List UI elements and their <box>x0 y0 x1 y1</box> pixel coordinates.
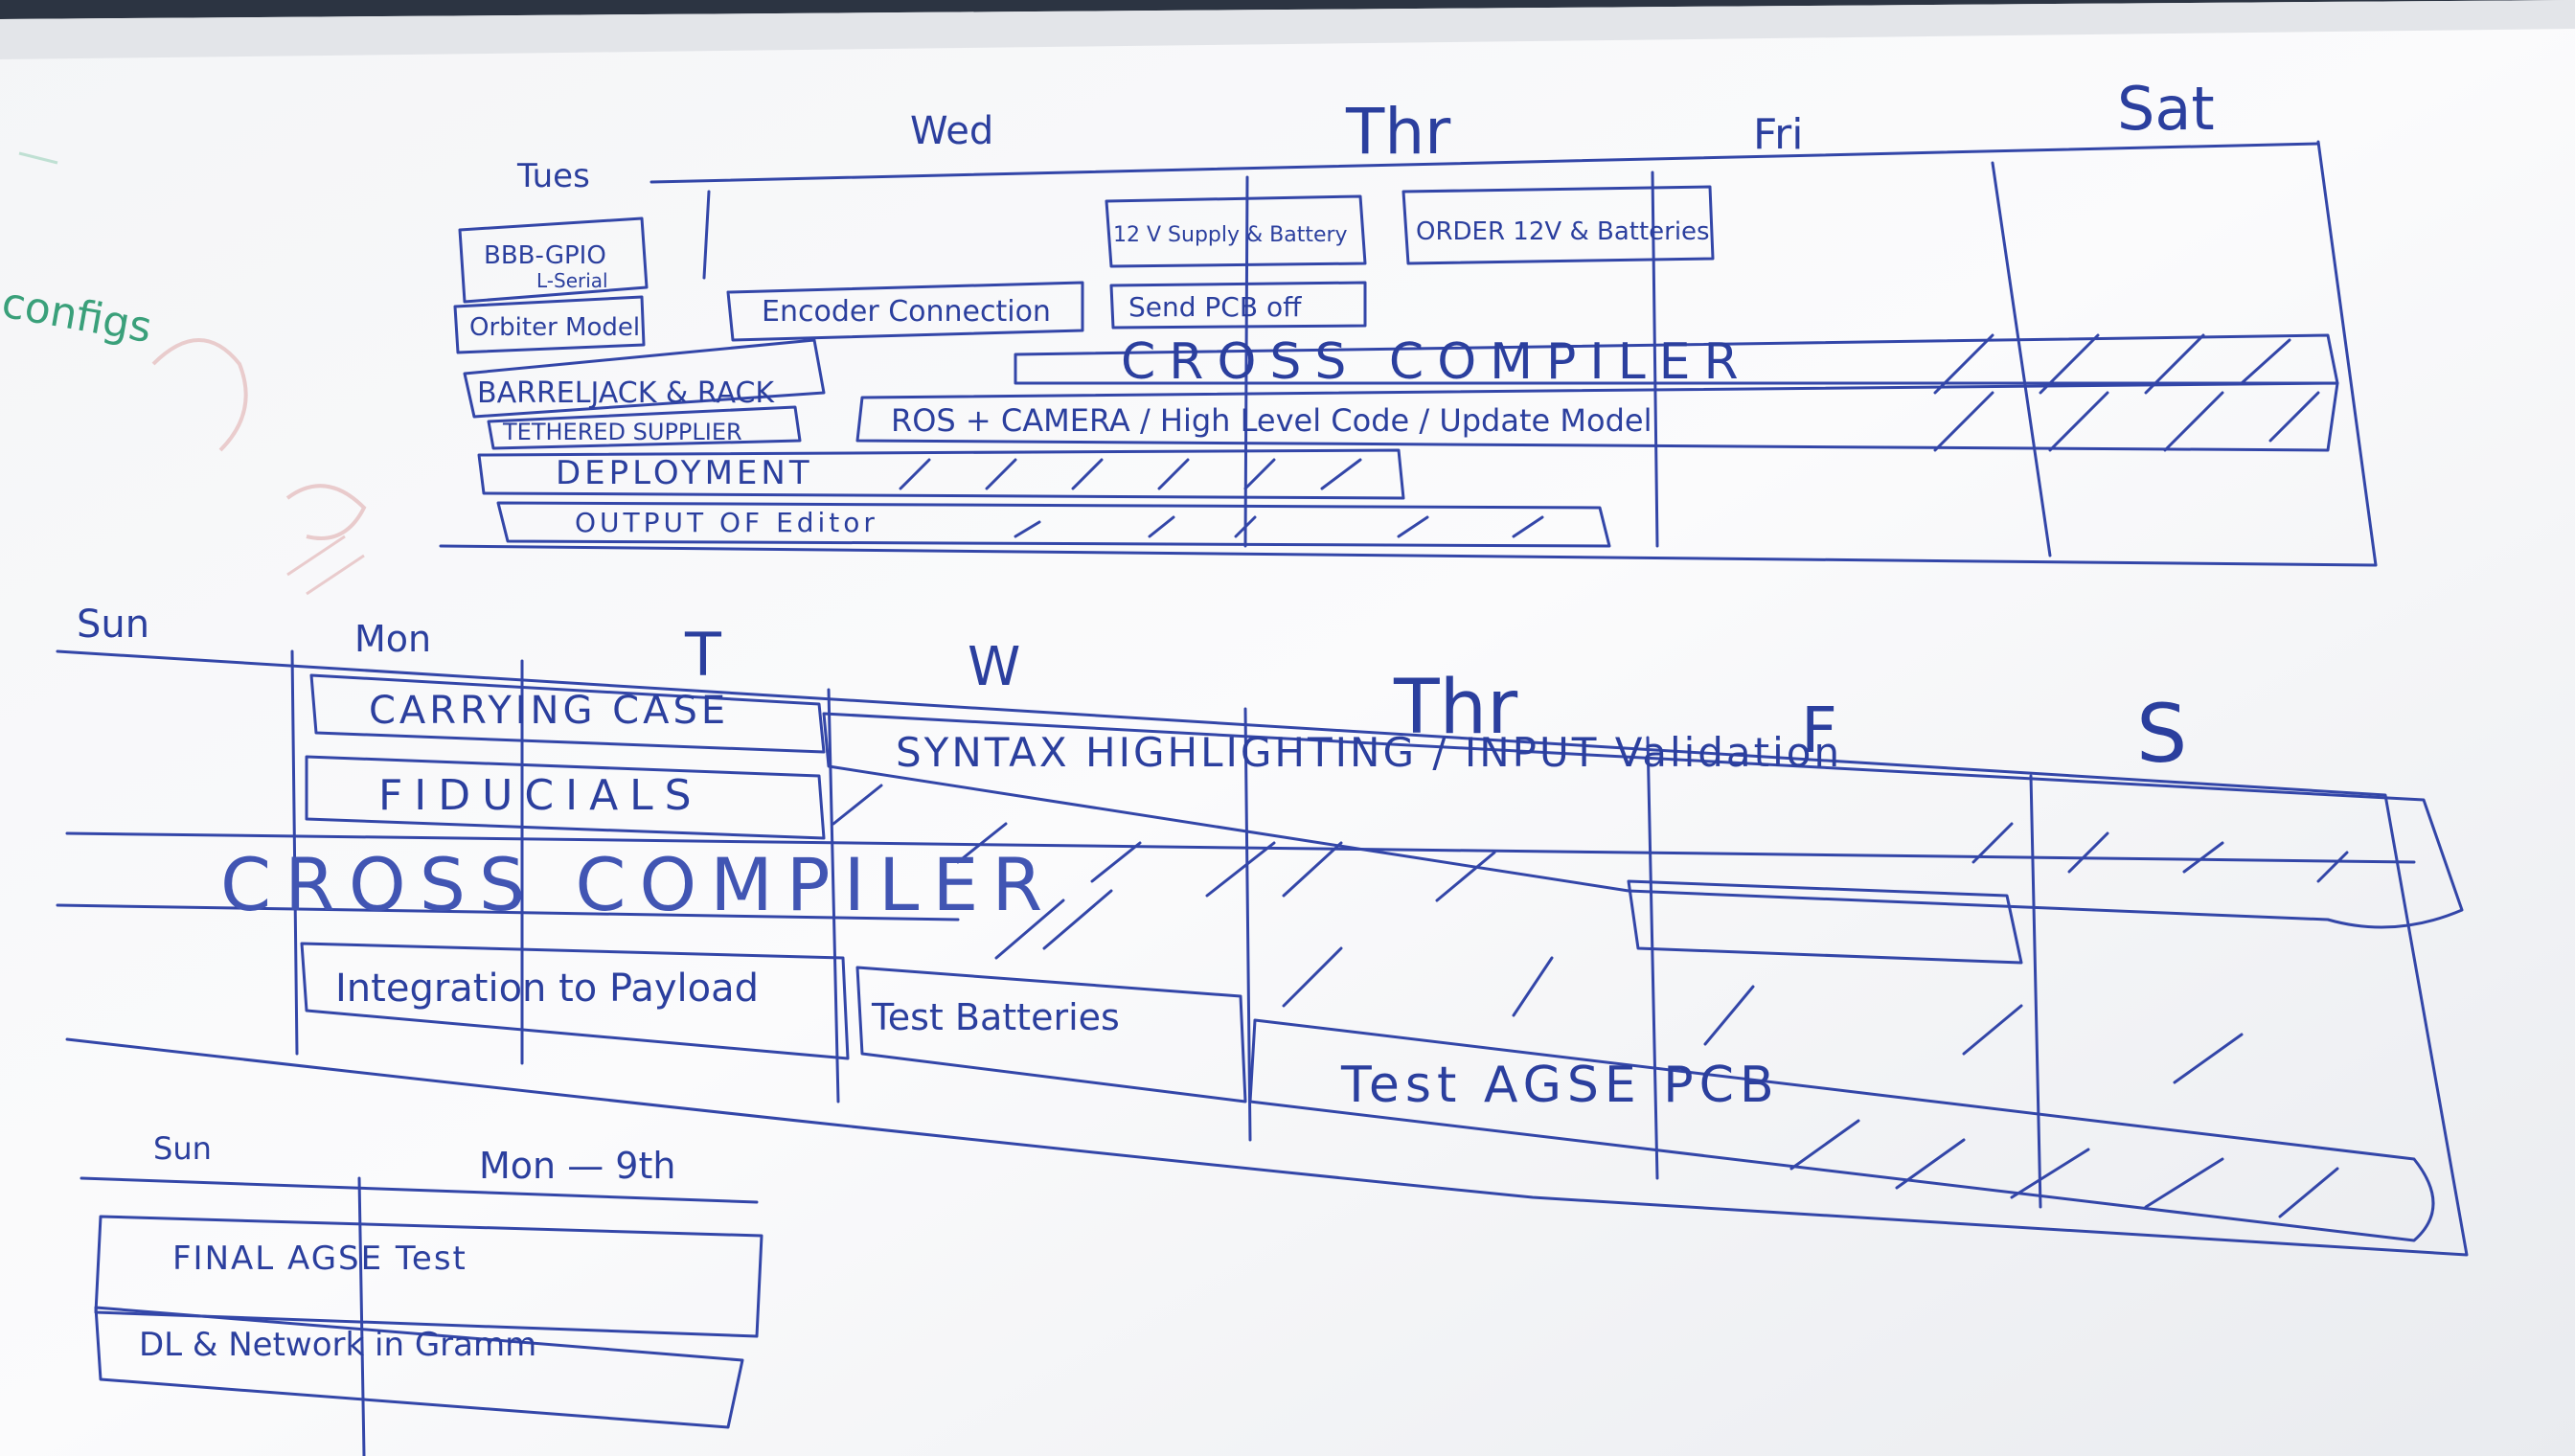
task-box-test-batteries <box>855 966 1247 1103</box>
week2-divider-wed <box>1243 707 1252 1142</box>
week1-day-tues: Tues <box>516 157 590 195</box>
task-fiducials: FIDUCIALS <box>378 771 703 820</box>
task-box-dl-network <box>94 1306 744 1429</box>
week3-day-sun: Sun <box>153 1130 212 1167</box>
week1-top-line <box>649 142 2320 184</box>
week2-schedule: Sun Mon T W Thr F S CARRYING CASE FIDUCI… <box>56 603 2469 1257</box>
ghost-marks <box>18 151 367 596</box>
task-carrying-case: CARRYING CASE <box>369 689 729 733</box>
whiteboard-top-rail <box>0 0 2575 59</box>
task-box-encoder-connection <box>726 281 1084 342</box>
week2-row-line-1 <box>65 831 2416 864</box>
task-box-bbb-gpio <box>458 216 649 304</box>
task-bar-test-agse <box>1248 1018 2435 1242</box>
task-bar-syntax <box>822 712 2464 929</box>
task-box-integration <box>300 942 850 1060</box>
week1-divider-fri <box>1991 161 2052 557</box>
week3-header-line <box>80 1176 759 1204</box>
week1-divider-wed <box>1243 175 1249 548</box>
week2-day-t: T <box>684 620 722 690</box>
task-order-12v: ORDER 12V & Batteries <box>1416 217 1710 246</box>
task-box-carrying-case <box>309 673 826 754</box>
task-12v-supply: 12 V Supply & Battery <box>1113 223 1348 247</box>
week1-right-edge <box>2316 140 2378 567</box>
task-encoder-connection: Encoder Connection <box>762 295 1051 329</box>
week2-day-thr: Thr <box>1393 665 1518 751</box>
week1-divider-tue <box>702 190 711 280</box>
task-test-agse-pcb: Test AGSE PCB <box>1340 1057 1780 1114</box>
week2-row-line-2 <box>56 903 960 921</box>
task-output-editor: OUTPUT OF Editor <box>575 507 878 538</box>
week2-divider-thr <box>1646 736 1659 1180</box>
task-box-order-12v <box>1401 185 1715 265</box>
task-bar-output-editor <box>496 501 1611 548</box>
task-bar-ros-camera <box>855 381 2339 452</box>
task-barreljack-rack: BARRELJACK & RACK <box>477 376 775 410</box>
week3-day-mon-9th: Mon — 9th <box>479 1145 675 1187</box>
task-deployment: DEPLOYMENT <box>556 454 813 492</box>
week2-day-sun: Sun <box>77 603 149 647</box>
task-ros-camera: ROS + CAMERA / High Level Code / Update … <box>891 402 1652 439</box>
week1-divider-thr <box>1651 171 1659 548</box>
task-orbiter-model: Orbiter Model <box>469 313 640 342</box>
week2-day-mon: Mon <box>354 618 431 660</box>
task-cross-compiler-w1: CROSS COMPILER <box>1121 333 1752 391</box>
task-tethered-supplier: TETHERED SUPPLIER <box>502 419 742 445</box>
week1-day-sat: Sat <box>2117 74 2215 144</box>
week2-day-f: F <box>1801 694 1837 767</box>
week2-hatching <box>832 784 2349 1218</box>
task-integration-payload: Integration to Payload <box>335 967 759 1011</box>
task-final-agse-test: FINAL AGSE Test <box>172 1240 467 1278</box>
task-box-fiducials <box>305 755 826 840</box>
task-serial: L-Serial <box>536 269 608 292</box>
week2-day-s: S <box>2136 687 2187 781</box>
task-bar-deployment <box>477 448 1405 500</box>
week1-day-fri: Fri <box>1753 110 1803 159</box>
week2-divider-tue <box>827 688 840 1103</box>
task-send-pcb-off: Send PCB off <box>1128 291 1302 323</box>
task-box-send-pcb <box>1109 281 1367 330</box>
week1-bottom-line <box>439 544 2378 567</box>
task-bbb-gpio: BBB-GPIO <box>484 241 606 270</box>
week1-day-wed: Wed <box>910 109 993 153</box>
task-test-batteries: Test Batteries <box>871 996 1120 1038</box>
task-box-orbiter-model <box>453 295 646 354</box>
week2-outline <box>56 649 2469 1257</box>
week1-schedule: Tues Wed Thr Fri Sat BBB-GPIO <box>439 74 2378 567</box>
task-box-barreljack <box>463 338 826 419</box>
task-syntax-highlighting: SYNTAX HIGHLIGHTING / INPUT Validation <box>896 729 1842 776</box>
task-cross-compiler-w2: CROSS COMPILER <box>220 842 1056 927</box>
task-box-final-agse <box>94 1215 763 1338</box>
task-dl-network: DL & Network in Gramm <box>139 1326 536 1364</box>
task-bar-syntax-tail <box>1627 879 2023 965</box>
week3-schedule: Sun Mon — 9th FINAL AGSE Test DL & Netwo… <box>80 1130 763 1456</box>
task-box-tethered-supplier <box>487 405 802 450</box>
week1-day-thr: Thr <box>1345 95 1451 169</box>
week2-divider-sun <box>290 649 299 1056</box>
week1-hatching <box>899 333 2320 538</box>
week2-divider-fri <box>2029 774 2042 1209</box>
week2-day-w: W <box>968 636 1020 698</box>
task-box-12v-supply <box>1105 194 1367 268</box>
